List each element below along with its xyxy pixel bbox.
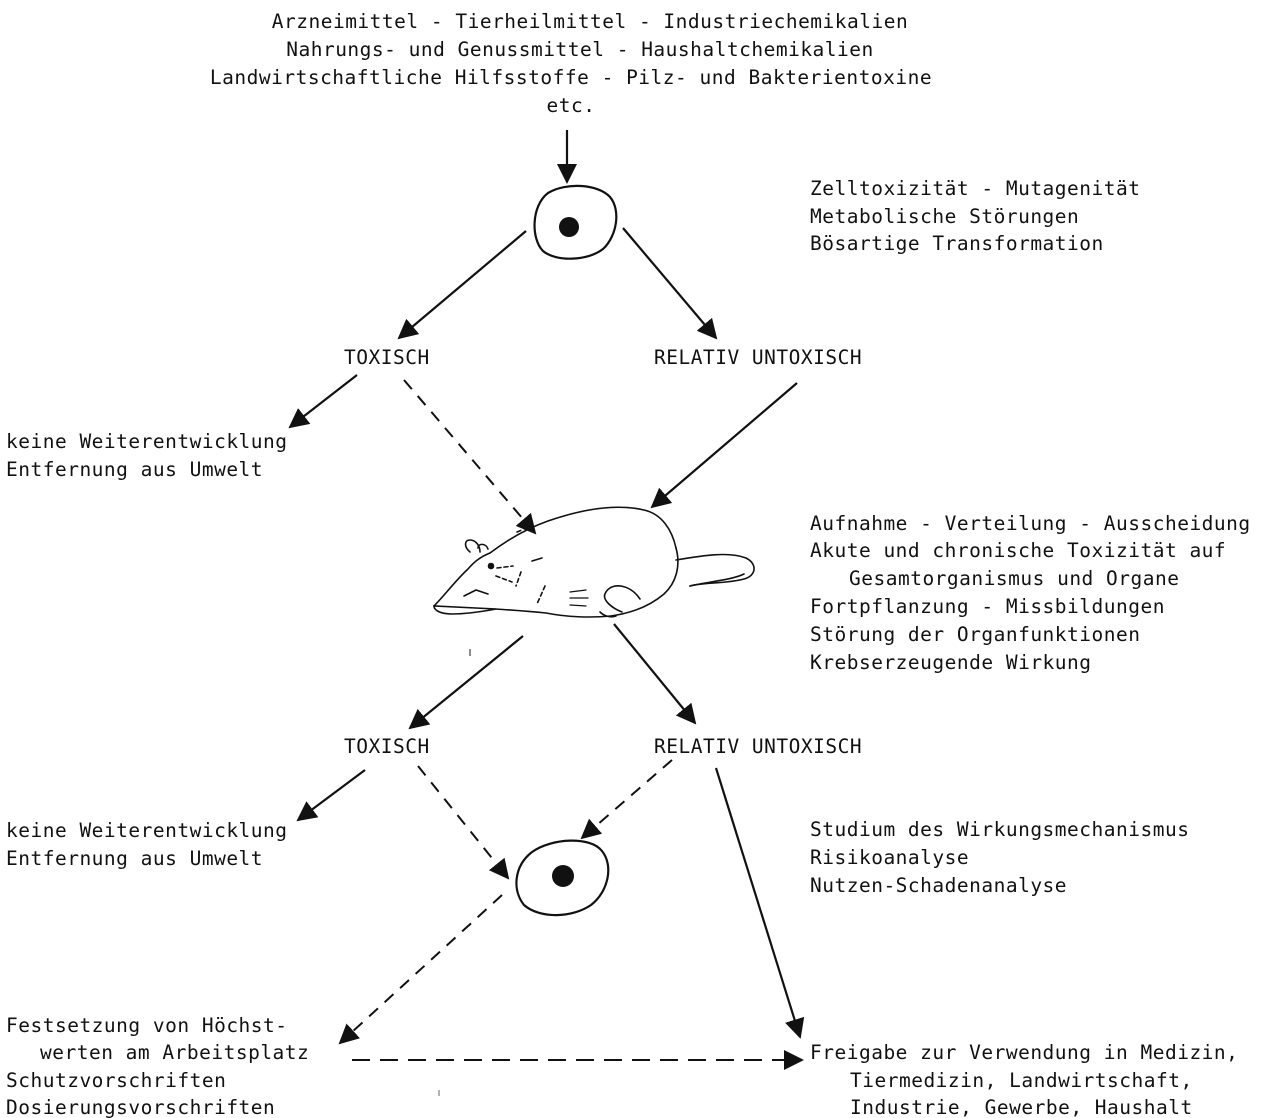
- header-line-1: Arzneimittel - Tierheilmittel - Industri…: [271, 10, 909, 33]
- arrow-toxisch-to-stop-1: [288, 374, 358, 429]
- cell-icon-top: [533, 184, 618, 260]
- level2-outcome-2: Entfernung aus Umwelt: [6, 847, 264, 870]
- animal-note-2: Akute und chronische Toxizität auf: [810, 539, 1227, 562]
- cell-icon-bottom: [515, 839, 610, 917]
- release-line-1: Freigabe zur Verwendung in Medizin,: [810, 1041, 1239, 1064]
- arrow-untoxisch-to-animal: [650, 382, 798, 509]
- dashed-arrow-toxisch-to-animal: [403, 379, 537, 535]
- header-line-2: Nahrungs- und Genussmittel - Haushaltche…: [286, 38, 874, 61]
- mechanism-note-3: Nutzen-Schadenanalyse: [810, 874, 1068, 897]
- arrow-untoxisch-to-release: [714, 767, 805, 1039]
- release-line-2: Tiermedizin, Landwirtschaft,: [850, 1069, 1193, 1092]
- arrow-animal-to-untoxisch: [613, 623, 697, 725]
- level1-nontoxic-label: RELATIV UNTOXISCH: [654, 346, 863, 369]
- animal-note-3: Gesamtorganismus und Organe: [849, 567, 1180, 590]
- dashed-arrow-toxisch-to-cell-2: [417, 765, 510, 880]
- level2-nontoxic-label: RELATIV UNTOXISCH: [654, 735, 863, 758]
- level1-outcome-2: Entfernung aus Umwelt: [6, 458, 264, 481]
- mechanism-note-2: Risikoanalyse: [810, 846, 970, 869]
- mechanism-note-1: Studium des Wirkungsmechanismus: [810, 818, 1190, 841]
- level2-outcome-1: keine Weiterentwicklung: [6, 819, 288, 842]
- dashed-arrow-cell-to-limits: [338, 894, 503, 1045]
- arrow-animal-to-toxisch: [408, 635, 524, 730]
- arrow-cell-to-untoxisch: [622, 227, 718, 340]
- cell-note-2: Metabolische Störungen: [810, 205, 1080, 228]
- animal-note-5: Störung der Organfunktionen: [810, 623, 1141, 646]
- level1-outcome-1: keine Weiterentwicklung: [6, 430, 288, 453]
- limits-line-2: werten am Arbeitsplatz: [40, 1041, 310, 1064]
- header-line-3: Landwirtschaftliche Hilfsstoffe - Pilz- …: [209, 66, 933, 89]
- rat-icon: [433, 506, 755, 618]
- limits-line-4: Dosierungsvorschriften: [6, 1096, 276, 1118]
- cell-note-3: Bösartige Transformation: [810, 232, 1104, 255]
- arrow-toxisch-to-stop-2: [296, 769, 366, 822]
- release-line-3: Industrie, Gewerbe, Haushalt: [850, 1096, 1193, 1118]
- arrow-cell-to-toxisch: [397, 230, 527, 340]
- level1-toxic-label: TOXISCH: [344, 346, 430, 369]
- level2-toxic-label: TOXISCH: [344, 735, 430, 758]
- limits-line-1: Festsetzung von Höchst-: [6, 1014, 288, 1037]
- animal-note-1: Aufnahme - Verteilung - Ausscheidung: [810, 512, 1251, 535]
- animal-note-6: Krebserzeugende Wirkung: [810, 651, 1092, 674]
- cell-note-1: Zelltoxizität - Mutagenität: [810, 177, 1141, 200]
- limits-line-3: Schutzvorschriften: [6, 1069, 227, 1092]
- header-line-4: etc.: [546, 94, 596, 117]
- dashed-arrow-untoxisch-to-cell-2: [580, 759, 673, 840]
- animal-note-4: Fortpflanzung - Missbildungen: [810, 595, 1165, 618]
